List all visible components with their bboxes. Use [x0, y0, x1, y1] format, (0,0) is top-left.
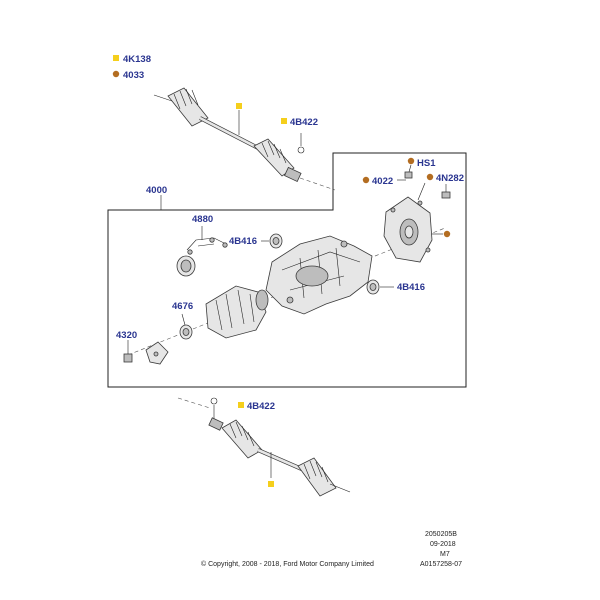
- ref-code-4: A0157258-07: [420, 561, 462, 568]
- differential-housing: [265, 235, 373, 315]
- legend: 4K138 4033: [112, 54, 151, 81]
- upper-circlip: 4B422: [281, 117, 318, 154]
- upper-circlip-square-marker: [281, 118, 287, 124]
- legend-label-4033: 4033: [123, 70, 144, 81]
- label-4b416-left: 4B416: [229, 236, 257, 247]
- assembly-frame: [107, 152, 467, 388]
- lower-halfshaft: [208, 417, 351, 497]
- legend-square-marker: [113, 55, 119, 61]
- label-4022: 4022: [372, 176, 393, 187]
- bolts-4320: 4320: [116, 330, 169, 365]
- 4n282-circle-marker: [426, 173, 434, 181]
- label-4676: 4676: [172, 301, 193, 312]
- label-4880: 4880: [192, 214, 213, 225]
- 4022-circle-marker: [362, 176, 370, 184]
- label-4b422-bottom: 4B422: [247, 401, 275, 412]
- lower-shaft-square-marker: [268, 481, 274, 487]
- vent-callouts: HS1 4022 4N282: [362, 157, 464, 201]
- rear-cover: [383, 196, 451, 263]
- lower-circlip-square-marker: [238, 402, 244, 408]
- footer: © Copyright, 2008 - 2018, Ford Motor Com…: [201, 531, 462, 568]
- lower-circlip: 4B422: [210, 397, 275, 420]
- upper-halfshaft: [153, 87, 336, 191]
- bracket-4880: 4880: [176, 214, 228, 277]
- label-hs1: HS1: [417, 158, 436, 169]
- cover-circle-marker: [443, 230, 451, 238]
- label-4320: 4320: [116, 330, 137, 341]
- seal-4b416-right: 4B416: [366, 279, 425, 295]
- legend-label-4k138: 4K138: [123, 54, 151, 65]
- ref-code-3: M7: [440, 551, 450, 558]
- legend-circle-marker: [112, 70, 120, 78]
- ref-code-2: 09-2018: [430, 541, 456, 548]
- label-4n282: 4N282: [436, 173, 464, 184]
- label-4000: 4000: [146, 185, 167, 196]
- hs1-circle-marker: [407, 157, 415, 165]
- label-4b422-top: 4B422: [290, 117, 318, 128]
- copyright-text: © Copyright, 2008 - 2018, Ford Motor Com…: [201, 560, 374, 568]
- differential-carrier: 4676: [172, 285, 269, 340]
- upper-shaft-square-marker: [236, 103, 242, 109]
- label-4b416-right: 4B416: [397, 282, 425, 293]
- seal-4b416-left: 4B416: [229, 233, 283, 249]
- ref-code-1: 2050205B: [425, 531, 457, 538]
